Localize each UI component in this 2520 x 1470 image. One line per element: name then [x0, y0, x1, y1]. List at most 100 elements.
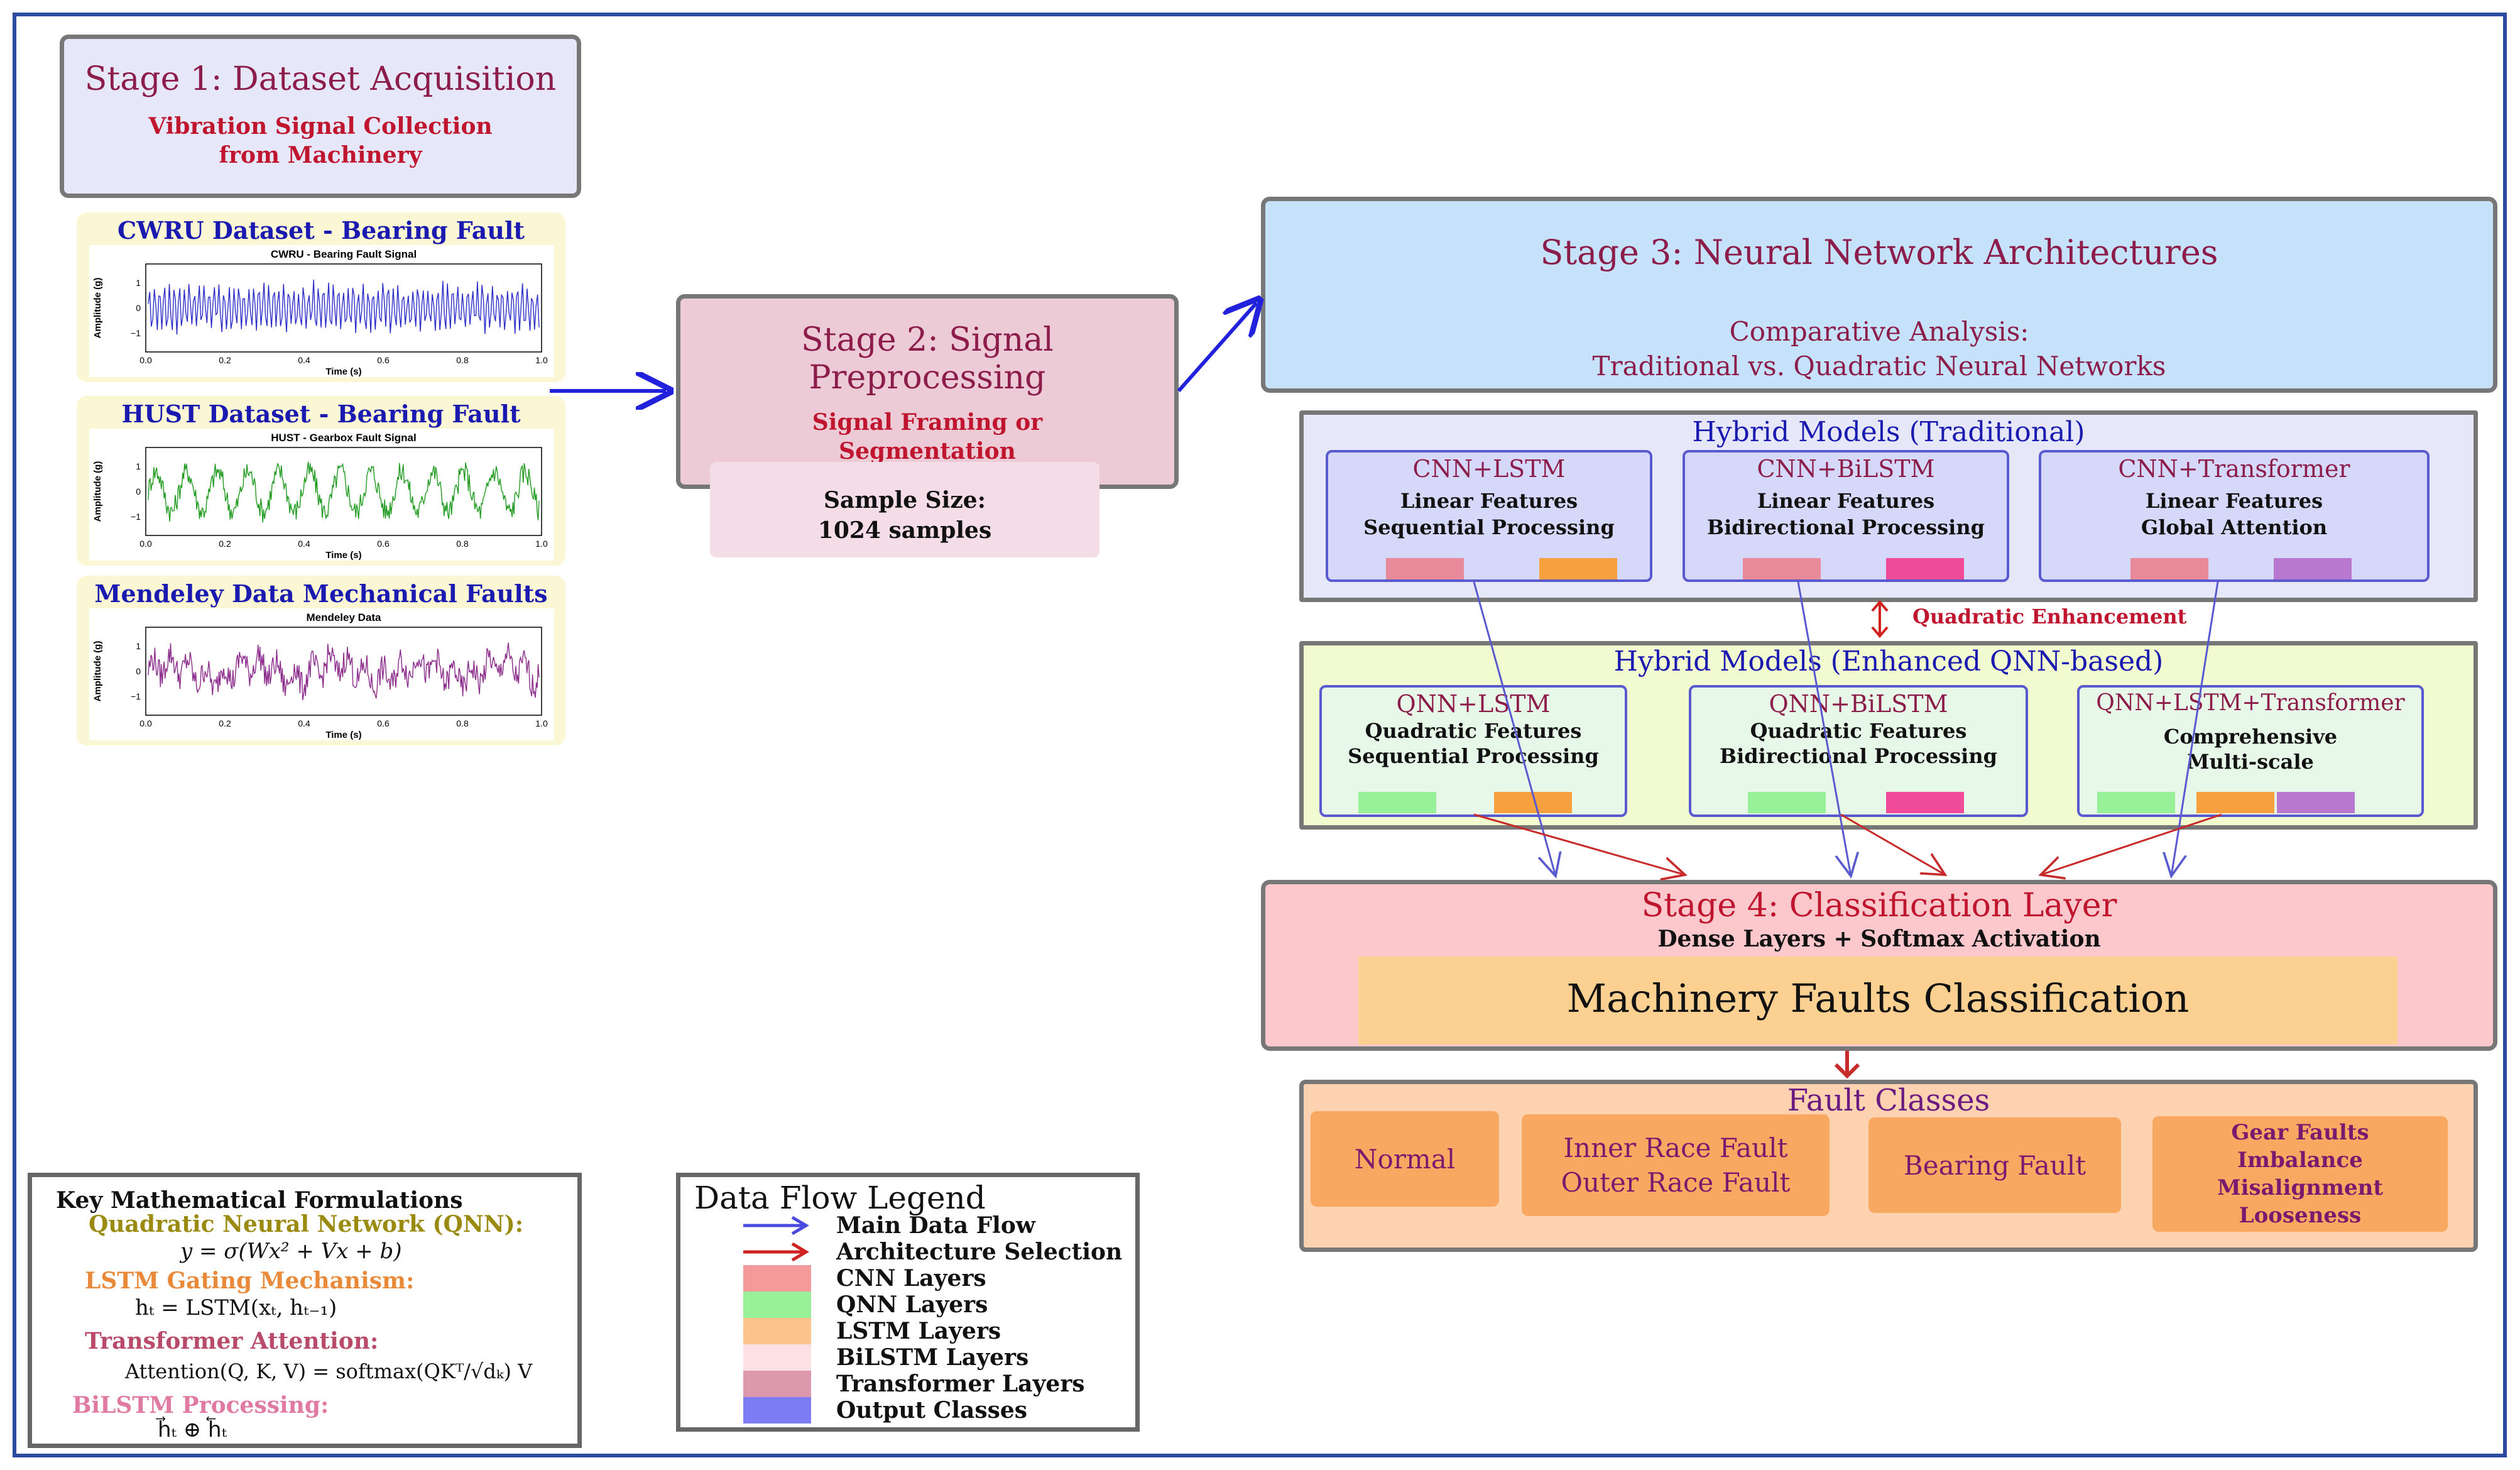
sample-size-box: Sample Size: 1024 samples: [710, 462, 1099, 557]
classification-output-label: Machinery Faults Classification: [1566, 975, 2190, 1021]
model-processing: Sequential Processing: [1363, 515, 1615, 539]
stage4-title: Stage 4: Classification Layer: [1641, 887, 2117, 924]
fault-class-label: Normal: [1354, 1143, 1456, 1175]
bilstm-formula: h⃗ₜ ⊕ h⃖ₜ: [158, 1417, 227, 1442]
model-processing: Bidirectional Processing: [1720, 744, 1997, 768]
model-name: CNN+BiLSTM: [1757, 455, 1935, 483]
bilstm-layer-bar: [1886, 558, 1964, 579]
legend-label: Main Data Flow: [836, 1212, 1035, 1239]
x-axis-label: Time (s): [325, 550, 361, 561]
x-tick-label: 0.2: [219, 718, 231, 728]
legend-label: BiLSTM Layers: [836, 1344, 1029, 1371]
plot-frame: [145, 263, 542, 353]
legend-item-cnn: CNN Layers: [743, 1265, 986, 1292]
fault-class-label: Outer Race Fault: [1561, 1167, 1791, 1198]
waveform-line: [148, 279, 540, 335]
legend-label: Architecture Selection: [836, 1239, 1123, 1265]
quadratic-enhancement-label: Quadratic Enhancement: [1912, 605, 2187, 628]
y-axis-label: Amplitude (g): [92, 461, 103, 522]
model-processing: Sequential Processing: [1348, 744, 1599, 768]
dataset-header: Mendeley Data Mechanical Faults: [94, 579, 548, 608]
plot-title: HUST - Gearbox Fault Signal: [271, 432, 416, 444]
model-name: QNN+LSTM+Transformer: [2096, 690, 2405, 716]
x-tick-label: 0.4: [298, 539, 310, 549]
cnn-layer-bar: [1386, 558, 1464, 579]
model-feature: Linear Features: [1757, 489, 1935, 513]
fault-class-label: Bearing Fault: [1903, 1149, 2086, 1181]
x-tick-label: 1.0: [535, 355, 548, 365]
stage4-subtitle: Dense Layers + Softmax Activation: [1657, 926, 2101, 952]
stage2-box: Stage 2: Signal Preprocessing Signal Fra…: [676, 294, 1179, 489]
x-tick-label: 0.2: [219, 355, 231, 365]
model-name: QNN+BiLSTM: [1769, 690, 1948, 718]
model-feature: Quadratic Features: [1750, 719, 1967, 743]
stage1-title: Stage 1: Dataset Acquisition: [84, 60, 557, 98]
red-arrow-icon: [743, 1242, 809, 1262]
x-tick-label: 0.6: [377, 355, 390, 365]
y-tick-label: −1: [131, 512, 141, 522]
qnn-formula: y = σ(Wx² + Vx + b): [180, 1239, 402, 1264]
waveform-line: [148, 642, 540, 700]
x-tick-label: 0.4: [298, 718, 310, 728]
model-name: QNN+LSTM: [1396, 690, 1551, 718]
x-tick-label: 0.6: [377, 539, 390, 549]
data-flow-legend: Data Flow Legend Main Data Flow Architec…: [676, 1173, 1140, 1432]
x-tick-label: 0.6: [377, 718, 390, 728]
bilstm-layer-bar: [1886, 792, 1964, 813]
qnn-formula-label: Quadratic Neural Network (QNN):: [89, 1211, 523, 1237]
legend-swatch: [743, 1318, 811, 1344]
x-tick-label: 0.0: [139, 539, 152, 549]
stage3-box: Stage 3: Neural Network Architectures Co…: [1261, 197, 2497, 393]
plot-frame: [145, 447, 542, 536]
x-tick-label: 0.0: [139, 718, 152, 728]
model-feature: Linear Features: [2145, 489, 2323, 513]
model-processing: Global Attention: [2141, 515, 2328, 539]
transformer-formula: Attention(Q, K, V) = softmax(QKᵀ/√dₖ) V: [125, 1359, 533, 1383]
fault-class-label: Looseness: [2239, 1203, 2362, 1228]
lstm-layer-bar: [1494, 792, 1572, 813]
x-tick-label: 0.8: [456, 718, 469, 728]
legend-label: Output Classes: [836, 1397, 1028, 1423]
stage1-subtitle-1: Vibration Signal Collection: [148, 113, 493, 140]
sample-size-value: 1024 samples: [817, 517, 992, 544]
stage3-subtitle-2: Traditional vs. Quadratic Neural Network…: [1592, 351, 2166, 381]
outer-frame: [13, 13, 2507, 1457]
legend-swatch: [743, 1371, 811, 1397]
enhanced-models-title: Hybrid Models (Enhanced QNN-based): [1613, 645, 2164, 677]
x-tick-label: 0.0: [139, 355, 152, 365]
y-tick-label: 1: [136, 278, 141, 288]
cnn-layer-bar: [1743, 558, 1821, 579]
machinery-faults-classification: Machinery Faults Classification: [1358, 957, 2397, 1045]
legend-swatch: [743, 1344, 811, 1371]
lstm-formula: hₜ = LSTM(xₜ, hₜ₋₁): [135, 1295, 337, 1320]
model-feature: Quadratic Features: [1365, 719, 1582, 743]
legend-item-transformer: Transformer Layers: [743, 1371, 1085, 1397]
dataset-header: CWRU Dataset - Bearing Fault: [117, 216, 525, 244]
x-tick-label: 0.4: [298, 355, 310, 365]
stage2-subtitle-1: Signal Framing or: [812, 409, 1043, 436]
legend-swatch: [743, 1397, 811, 1423]
lstm-layer-bar: [2196, 792, 2274, 813]
x-tick-label: 0.8: [456, 539, 469, 549]
legend-label: Transformer Layers: [836, 1371, 1085, 1397]
transformer-layer-bar: [2277, 792, 2355, 813]
x-tick-label: 0.8: [456, 355, 469, 365]
x-axis-label: Time (s): [325, 366, 361, 377]
lstm-layer-bar: [1539, 558, 1617, 579]
plot-title: CWRU - Bearing Fault Signal: [271, 248, 417, 260]
model-card-qnn-bilstm: QNN+BiLSTM Quadratic Features Bidirectio…: [1689, 685, 2028, 817]
stage2-title: Stage 2: Signal Preprocessing: [801, 321, 1054, 397]
lstm-formula-label: LSTM Gating Mechanism:: [85, 1268, 415, 1294]
stage1-subtitle-2: from Machinery: [219, 142, 422, 168]
legend-item-bilstm: BiLSTM Layers: [743, 1344, 1028, 1371]
qnn-layer-bar: [1358, 792, 1436, 813]
transformer-layer-bar: [2274, 558, 2352, 579]
x-tick-label: 0.2: [219, 539, 231, 549]
stage3-title: Stage 3: Neural Network Architectures: [1540, 233, 2218, 272]
model-processing: Multi-scale: [2187, 750, 2314, 774]
x-tick-label: 1.0: [535, 539, 548, 549]
waveform-line: [148, 461, 540, 523]
